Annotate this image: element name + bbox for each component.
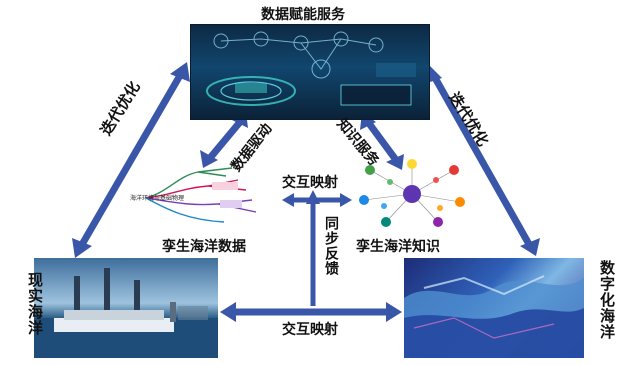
interact-map-bottom-label: 交互映射 (282, 322, 338, 338)
sync-feedback-arrow (306, 190, 320, 306)
twin-data-label: 孪生海洋数据 (162, 239, 246, 255)
digital-ocean-render (404, 258, 584, 358)
interact-map-bottom-arrow (220, 302, 402, 322)
real-ocean-photo (34, 258, 218, 358)
data-service-title: 数据赋能服务 (261, 7, 345, 23)
digital-ocean-label: 数字化海洋 (598, 260, 616, 340)
mindmap-root-label: 海洋环境与基础物理 (130, 194, 184, 202)
data-service-hub-image (190, 24, 430, 120)
twin-knowledge-graph (350, 156, 474, 232)
sync-feedback-label: 同步反馈 (323, 216, 339, 276)
twin-data-mindmap: 海洋环境与基础物理 (128, 162, 276, 230)
left-iterate-arrow (72, 62, 190, 258)
real-ocean-label: 现实海洋 (26, 272, 44, 336)
twin-knowledge-label: 孪生海洋知识 (356, 239, 440, 255)
interact-map-top-label: 交互映射 (282, 175, 338, 191)
